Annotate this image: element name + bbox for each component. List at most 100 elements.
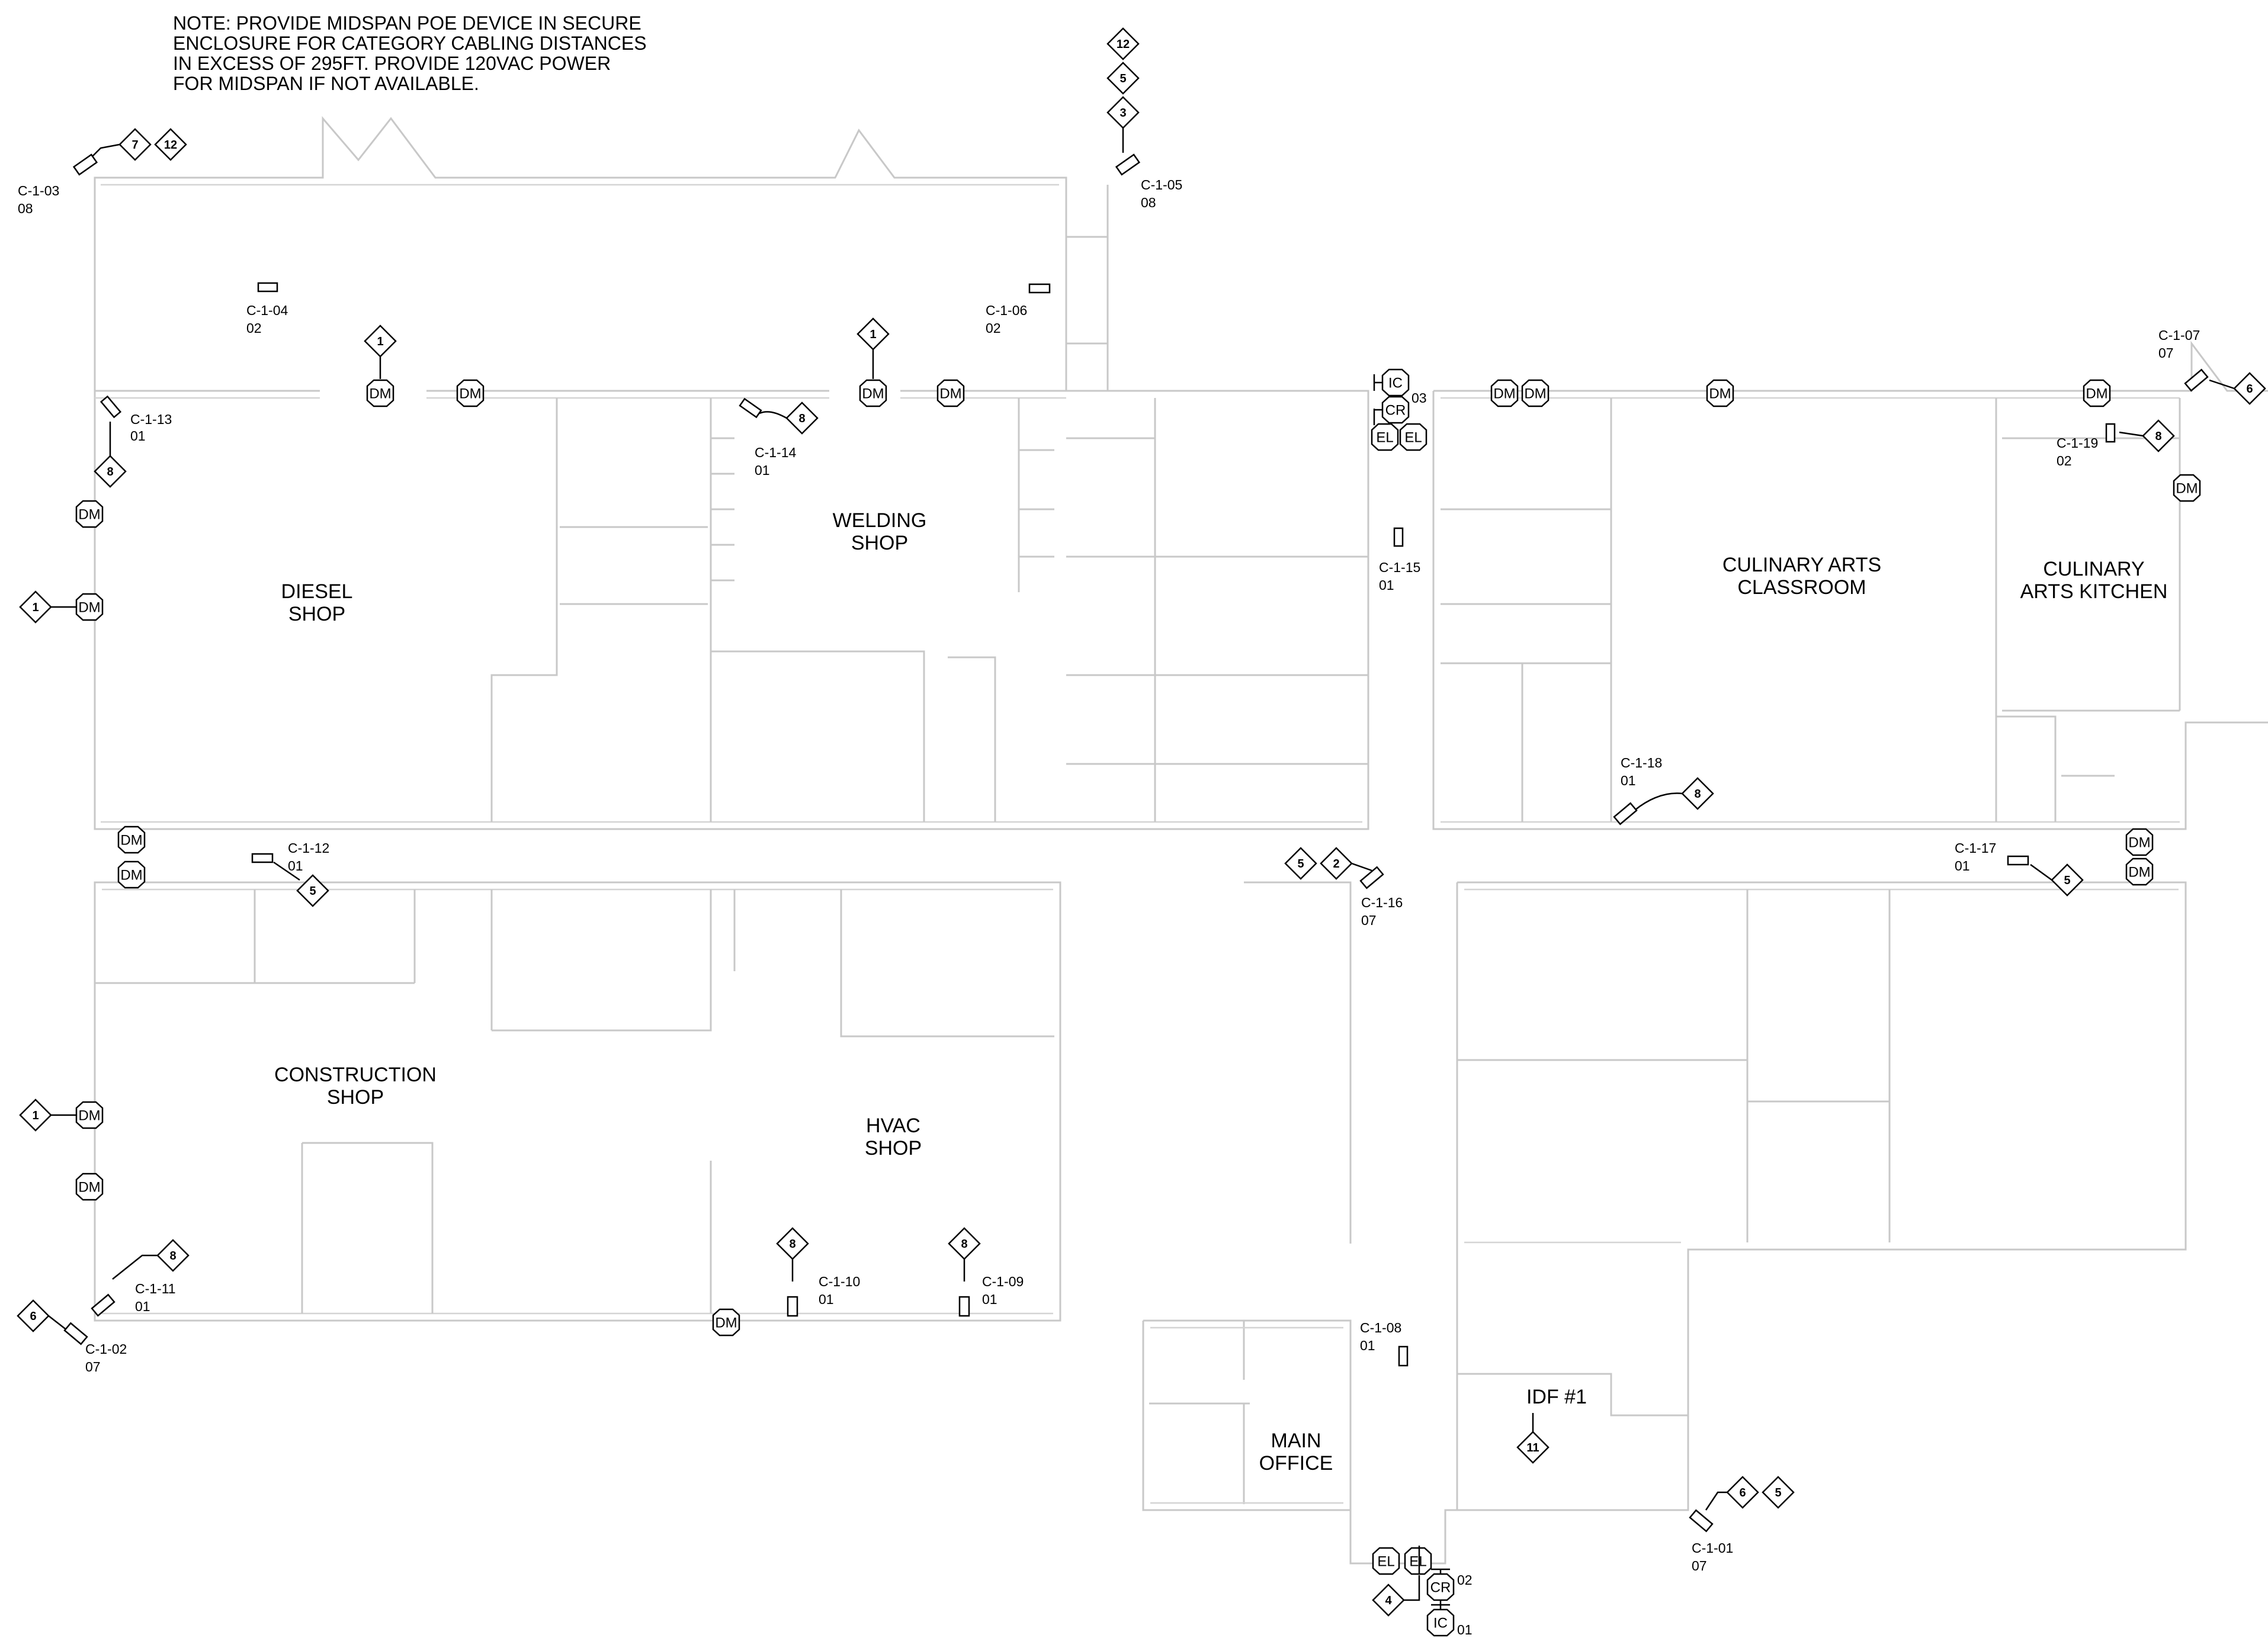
svg-text:8: 8 [961,1238,967,1251]
keynote-tag: 5 [1106,62,1140,95]
main-office-block [1142,1319,1688,1565]
dm-tag: DM [75,593,104,621]
door-type-01: 01 [1457,1622,1473,1637]
camera-c-1-10: C-1-10 01 [787,1274,860,1317]
door-type-02: 02 [1457,1572,1473,1588]
svg-text:C-1-04: C-1-04 [246,303,288,318]
central-corridor [1244,881,2187,1511]
svg-text:5: 5 [1775,1486,1781,1499]
keynote-tag: 8 [2142,419,2175,452]
svg-text:1: 1 [32,1109,39,1122]
north-wing-inner-wall [101,184,1362,823]
svg-text:11: 11 [1526,1441,1539,1454]
keynote-tag: 1 [19,1099,52,1132]
svg-text:01: 01 [1379,577,1394,593]
camera-c-1-14: C-1-14 01 [739,397,797,478]
dm-tag: DM [1521,379,1550,407]
dm-tag: DM [1706,379,1734,407]
svg-text:C-1-06: C-1-06 [986,303,1027,318]
svg-text:8: 8 [789,1238,795,1251]
note-line-1: NOTE: PROVIDE MIDSPAN POE DEVICE IN SECU… [173,12,641,34]
svg-text:EL: EL [1404,430,1422,446]
dm-tag: DM [712,1308,740,1337]
keynote-tag: 5 [296,874,329,907]
svg-text:01: 01 [982,1292,997,1307]
svg-text:EL: EL [1409,1554,1426,1570]
electric-lock-tag: EL [1404,1547,1432,1575]
building-walls [94,115,2268,1565]
svg-text:6: 6 [30,1310,36,1323]
keynote-tag: 7 [118,128,152,161]
camera-c-1-03: C-1-03 08 [18,153,98,216]
keynote-tag: 1 [856,317,890,351]
room-culinary-classroom-line1: CULINARY ARTS [1722,554,1881,576]
dm-tag: DM [75,500,104,528]
general-note: NOTE: PROVIDE MIDSPAN POE DEVICE IN SECU… [173,12,647,94]
keynote-tag: 8 [1681,777,1714,810]
svg-text:C-1-15: C-1-15 [1379,560,1420,575]
room-idf-1: IDF #1 [1526,1386,1587,1408]
camera-c-1-05: C-1-05 08 [1115,153,1182,210]
svg-text:C-1-13: C-1-13 [130,412,172,427]
svg-text:CR: CR [1430,1580,1451,1596]
svg-text:C-1-03: C-1-03 [18,183,59,198]
room-culinary-kitchen-line2: ARTS KITCHEN [2020,580,2168,603]
door-type-03: 03 [1412,390,1427,406]
svg-text:DM: DM [78,600,100,616]
dm-tag: DM [2125,828,2154,856]
svg-text:IC: IC [1433,1615,1448,1631]
svg-text:5: 5 [309,885,316,898]
svg-text:07: 07 [2158,345,2174,361]
svg-text:DM: DM [2086,386,2107,402]
south-west-partitions [95,888,1061,1321]
dm-tag: DM [117,826,146,854]
keynote-tag: 5 [2051,863,2084,897]
keynote-tag: 12 [1106,27,1140,60]
svg-text:01: 01 [1360,1338,1375,1353]
svg-text:08: 08 [1141,195,1156,210]
cameras: C-1-03 08 C-1-05 08 C-1-04 02 C-1-06 02 … [18,153,2209,1573]
svg-text:4: 4 [1385,1594,1392,1607]
dm-tag: DM [366,379,394,407]
dm-tag: DM [859,379,887,407]
svg-text:8: 8 [798,412,805,425]
svg-text:DM: DM [862,386,884,402]
room-welding-line1: WELDING [833,509,927,532]
south-east-partitions [1457,889,1891,1242]
keynote-tag: 1 [364,325,397,358]
keynote-tag: 6 [2233,372,2266,405]
dm-tag: DM [2083,379,2111,407]
keynote-tag: 6 [1726,1476,1759,1509]
svg-text:C-1-14: C-1-14 [755,445,797,460]
keynote-tag: 8 [948,1227,981,1260]
svg-text:8: 8 [169,1250,176,1263]
svg-text:8: 8 [1694,788,1701,801]
camera-c-1-02: C-1-02 07 [63,1322,127,1374]
intercom-tag: IC [1426,1608,1455,1637]
room-hvac-line2: SHOP [865,1137,922,1160]
keynote-tag: 5 [1284,847,1317,880]
keynote-tag: 3 [1106,96,1140,129]
keynote-tag: 8 [156,1239,190,1272]
svg-text:IC: IC [1388,375,1403,391]
room-construction-line2: SHOP [327,1086,384,1109]
camera-c-1-11: C-1-11 01 [91,1281,176,1317]
svg-text:7: 7 [131,139,138,152]
svg-text:C-1-09: C-1-09 [982,1274,1024,1289]
dm-tag: DM [75,1173,104,1201]
svg-text:12: 12 [164,139,177,152]
note-line-2: ENCLOSURE FOR CATEGORY CABLING DISTANCES [173,33,647,54]
svg-text:C-1-02: C-1-02 [85,1341,127,1357]
room-culinary-kitchen-line1: CULINARY [2043,558,2144,580]
south-west-wing-exterior [94,881,1061,1322]
keynote-tag: 11 [1516,1431,1550,1464]
keynote-tag: 5 [1762,1476,1795,1509]
svg-text:02: 02 [246,320,262,336]
svg-text:C-1-12: C-1-12 [288,840,329,856]
note-line-4: FOR MIDSPAN IF NOT AVAILABLE. [173,73,479,94]
svg-text:5: 5 [1119,72,1126,85]
camera-c-1-09: C-1-09 01 [958,1274,1024,1317]
main-office-inner [1150,1327,1343,1504]
camera-c-1-18: C-1-18 01 [1613,755,1662,826]
